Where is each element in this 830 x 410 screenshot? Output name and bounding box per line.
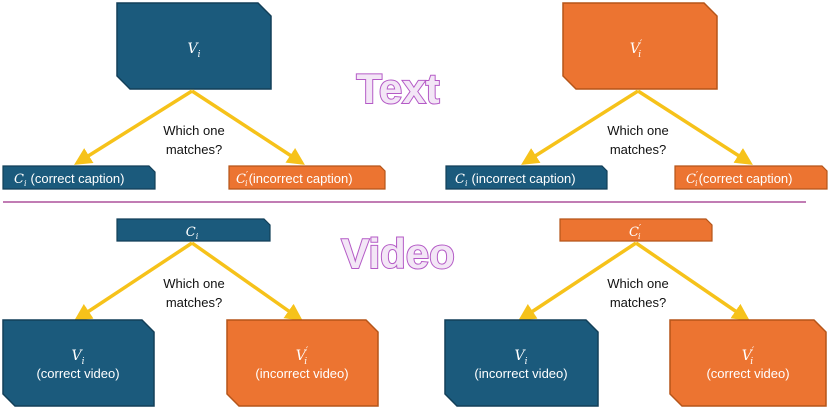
video-option-b: V′i (correct video) xyxy=(669,319,827,407)
arrow-to-option-b xyxy=(190,241,303,322)
caption-option-label: C′i(correct caption) xyxy=(686,171,792,188)
arrow-to-option-a xyxy=(521,89,639,165)
arrow-to-option-a xyxy=(518,241,637,321)
video-left-caption-card: Ci xyxy=(116,218,271,242)
video-card-shape xyxy=(669,319,827,407)
video-card-shape xyxy=(444,319,599,407)
caption-math-label: C′i xyxy=(629,224,641,241)
video-card-shape xyxy=(226,319,379,407)
arrow-to-option-b xyxy=(637,89,753,165)
caption-option-b: C′i(correct caption) xyxy=(674,165,828,190)
video-option-math: V′i xyxy=(742,346,755,367)
question-line-2: matches? xyxy=(166,142,222,157)
question-line-1: Which one xyxy=(607,276,668,291)
video-option-math: V′i xyxy=(296,346,309,367)
video-option-a: Vi (correct video) xyxy=(2,319,155,407)
video-card-shape xyxy=(2,319,155,407)
caption-bar-shape xyxy=(116,218,271,242)
video-right-caption-card: C′i xyxy=(559,218,713,242)
video-option-text: (correct video) xyxy=(36,366,119,381)
caption-option-a: Ci(correct caption) xyxy=(2,165,156,190)
caption-option-label: C′i(incorrect caption) xyxy=(236,171,353,188)
caption-box xyxy=(445,165,608,190)
video-option-text: (incorrect video) xyxy=(474,366,567,381)
caption-option-a: Ci(incorrect caption) xyxy=(445,165,608,190)
question-line-1: Which one xyxy=(607,123,668,138)
caption-bar-shape xyxy=(559,218,713,242)
video-option-math: Vi xyxy=(514,348,527,367)
video-option-b: V′i (incorrect video) xyxy=(226,319,379,407)
video-option-text: (incorrect video) xyxy=(255,366,348,381)
question-line-2: matches? xyxy=(166,295,222,310)
question-line-2: matches? xyxy=(610,142,666,157)
caption-box xyxy=(674,165,828,190)
caption-option-label: Ci(incorrect caption) xyxy=(455,171,576,188)
text-right-video-card: V′i xyxy=(562,2,718,90)
arrow-to-option-b xyxy=(635,241,750,321)
section-title-text: Text xyxy=(356,65,439,112)
caption-box xyxy=(228,165,386,190)
caption-box xyxy=(2,165,156,190)
question-line-2: matches? xyxy=(610,295,666,310)
video-option-math: Vi xyxy=(71,348,84,367)
video-math-label: V′i xyxy=(630,39,643,60)
question-line-1: Which one xyxy=(163,276,224,291)
caption-option-b: C′i(incorrect caption) xyxy=(228,165,386,190)
text-left-video-card: Vi xyxy=(116,2,272,90)
caption-math-label: Ci xyxy=(186,225,199,241)
video-math-label: Vi xyxy=(187,41,200,60)
video-card-shape xyxy=(562,2,718,90)
video-option-text: (correct video) xyxy=(706,366,789,381)
question-line-1: Which one xyxy=(163,123,224,138)
arrow-to-option-b xyxy=(191,89,305,165)
caption-option-label: Ci(correct caption) xyxy=(14,171,124,188)
section-title-video: Video xyxy=(341,230,455,277)
arrow-to-option-a xyxy=(74,241,193,321)
arrow-to-option-a xyxy=(74,89,193,165)
video-option-a: Vi (incorrect video) xyxy=(444,319,599,407)
video-card-shape xyxy=(116,2,272,90)
